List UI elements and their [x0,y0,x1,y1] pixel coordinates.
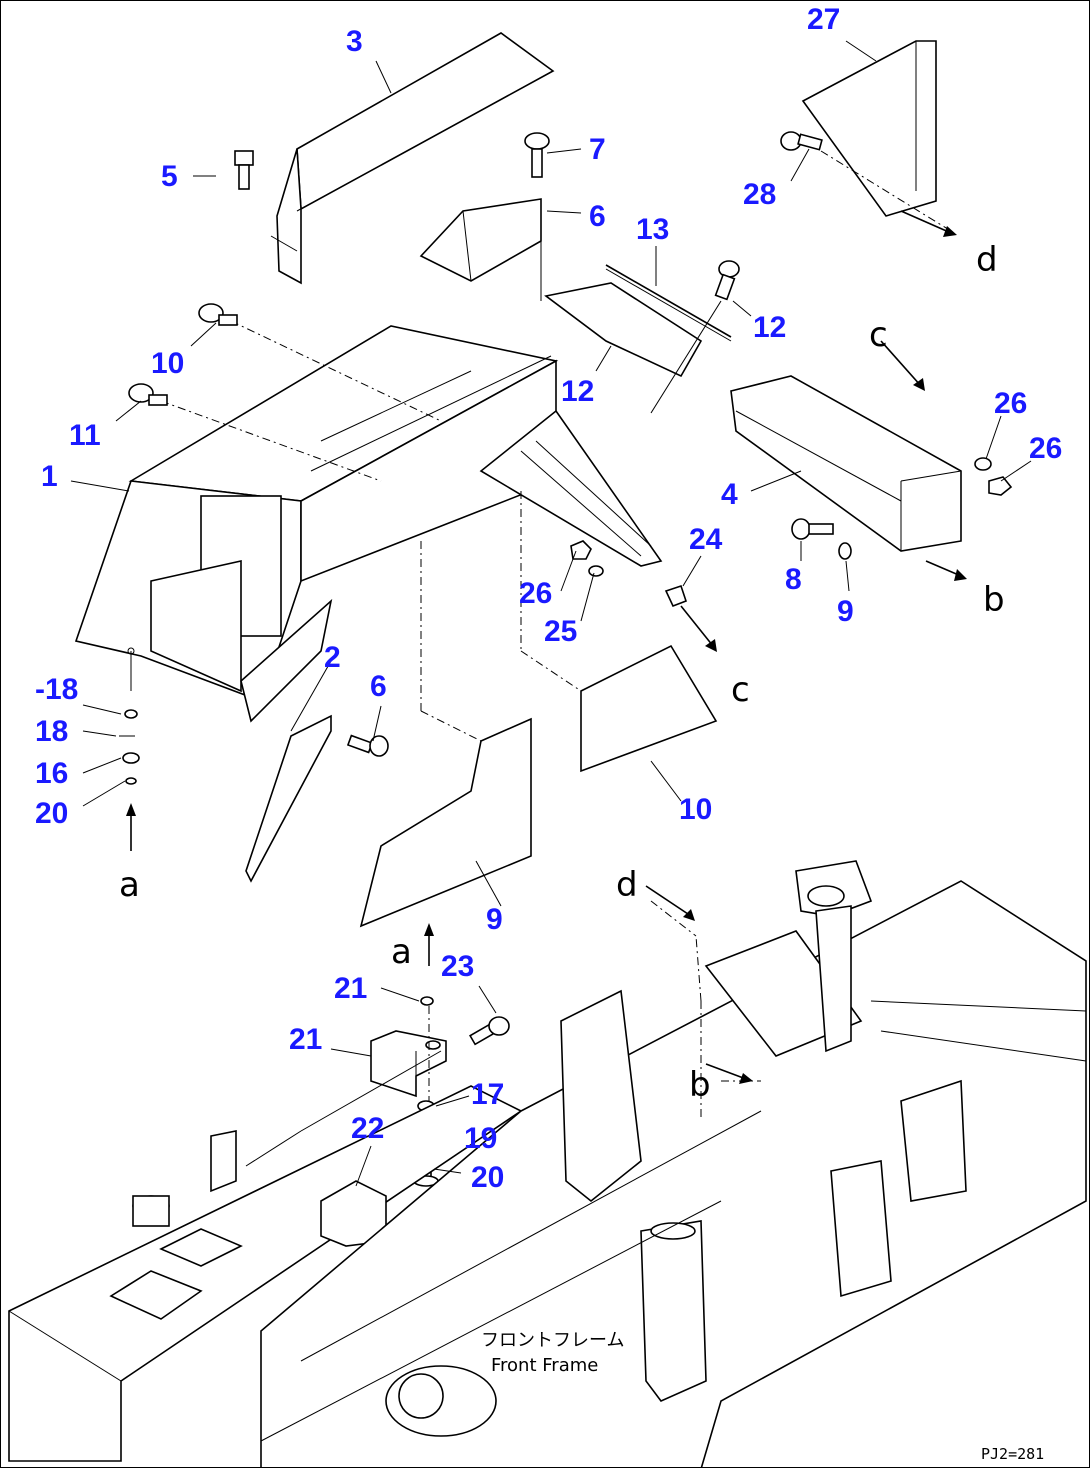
part-15-strip [605,264,732,342]
part-11-plate [520,491,718,773]
callout-6: 6 [370,670,387,703]
callout-24: 25 [544,615,577,648]
callout-16: 16 [35,757,68,790]
callout-17: 18 [35,715,68,748]
callout-11: 10 [679,793,712,826]
reference-letters: d c b c a a d b [119,240,1005,1105]
part-6-bolt-top [234,150,254,190]
ref-d-top: d [976,240,998,280]
part-14-bolt [714,260,740,301]
callout-21: 22 [351,1112,384,1145]
callout-19: 20 [471,1161,504,1194]
part-7-bolt [524,132,550,178]
callout-2: 2 [324,641,341,674]
part-25-washer [974,457,992,471]
part-12-bolt-upper [198,303,238,326]
part-27-plate [801,40,937,217]
ref-c-mid: c [731,670,750,710]
part-1-main-frame [74,325,663,723]
part-3-top-cover [270,32,555,285]
front-frame [8,860,1087,1467]
callout-3: 3 [346,25,363,58]
part-10-plate [359,541,532,928]
callout-5: 6 [589,200,606,233]
callout-25: 26 [994,387,1027,420]
part-8-bolt [791,518,834,540]
callout-9: 9 [837,595,854,628]
callout-20: 20 [35,797,68,830]
drawing-code: PJ2=281 [981,1445,1044,1463]
callout-6: 5 [161,160,178,193]
part-22-bolt [469,1016,510,1046]
part-28-bolt [780,131,823,151]
callout-8: 8 [785,563,802,596]
part-12-bolt-lower [128,383,168,406]
callout-21: 21 [289,1023,322,1056]
leader-lines [70,40,1032,1187]
callout-13: 12 [561,375,594,408]
part-4-beam [730,375,962,552]
callout-14: 12 [753,311,786,344]
ref-c-top: c [869,315,888,355]
callout-7: 7 [589,133,606,166]
part-6-bolt-lower [346,734,389,757]
callout-labels: 3 5 7 6 13 12 12 10 11 1 2 6 9 10 27 28 … [35,3,1062,1194]
ref-d-bottom: d [616,865,638,905]
callout-20: 21 [334,972,367,1005]
part-26-nut-right [988,476,1013,496]
callout-1: 1 [41,460,58,493]
ref-a-left: a [119,865,140,905]
ref-b-right: b [983,580,1005,620]
callout-15: 13 [636,213,669,246]
callout-23: 24 [689,523,723,556]
ref-b-bottom: b [689,1065,711,1105]
callout-18: -18 [35,673,78,706]
callout-28: 28 [743,178,776,211]
callout-12: 10 [151,347,184,380]
callout-27: 27 [807,3,840,36]
reference-arrows [645,210,967,1084]
callout-16: 17 [471,1078,504,1111]
ref-a-center: a [391,932,412,972]
callout-4: 4 [721,478,738,511]
callout-26: 26 [1029,432,1062,465]
part-26-nut [570,540,592,560]
part-13-plate [544,282,703,378]
part-5-bracket [419,198,542,301]
part-24-washer [588,565,604,577]
part-23-nut [664,584,688,608]
part-2-side-plate [245,714,332,883]
callout-12: 11 [69,419,101,452]
callout-22: 23 [441,950,474,983]
part-9-washer [838,542,852,560]
frame-label-en: Front Frame [491,1355,598,1376]
callout-26: 26 [519,577,552,610]
callout-18: 19 [464,1122,497,1155]
fastener-stack-left [119,651,140,851]
part-21-bracket-upper [370,1030,447,1098]
callout-10: 9 [486,903,503,936]
frame-label-jp: フロントフレーム [481,1330,624,1351]
